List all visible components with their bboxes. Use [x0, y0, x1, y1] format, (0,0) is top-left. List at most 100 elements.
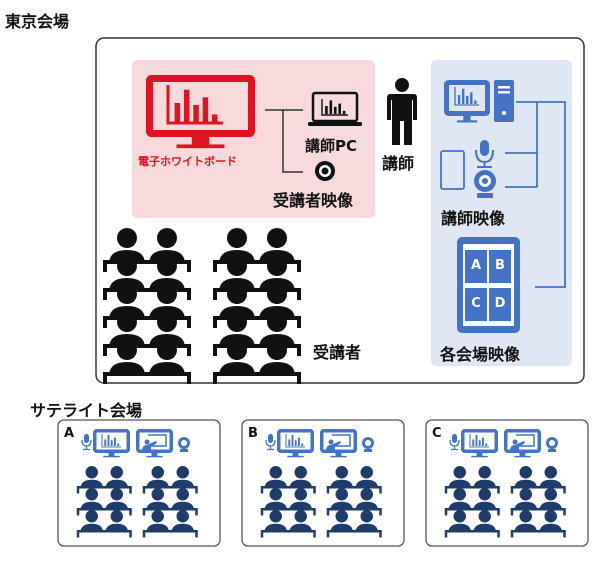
camera-base: [180, 449, 188, 452]
desk: [142, 530, 198, 538]
mic-head: [480, 140, 489, 156]
monitor-frame: [93, 429, 130, 453]
chart-bar: [193, 104, 199, 122]
student-head: [151, 510, 164, 523]
venue-cell-b: [489, 250, 511, 283]
student-head: [294, 488, 307, 501]
student-head: [335, 466, 348, 479]
student-row: [326, 466, 382, 494]
desk: [213, 372, 301, 384]
student-head: [453, 510, 466, 523]
chart-bar: [475, 434, 478, 446]
laptop-screen: [311, 91, 359, 123]
student-head: [294, 510, 307, 523]
presentation-monitor-icon: [320, 429, 357, 458]
satellite-title: サテライト会場: [30, 401, 143, 420]
monitor-frame: [320, 429, 357, 453]
student-head: [117, 340, 137, 360]
streaming-connector-lines: [505, 101, 566, 288]
chart-bar: [485, 443, 488, 446]
whiteboard-label: 電子ホワイトボード: [138, 155, 237, 168]
presenter-body: [510, 441, 525, 451]
venue-cell-d: [489, 288, 511, 321]
chart-bar: [329, 100, 333, 114]
webcam-lens: [321, 167, 329, 175]
monitor-base: [287, 455, 304, 458]
chart-monitor-icon: [461, 429, 498, 458]
presentation-board: [332, 434, 351, 447]
monitor-stand: [292, 453, 299, 457]
satellite-venue-label: B: [248, 426, 258, 441]
student-row: [103, 284, 191, 328]
student-head: [267, 228, 287, 248]
venue-video-label: 各会場映像: [440, 345, 521, 364]
student-head: [269, 466, 282, 479]
webcam-icon: [362, 437, 374, 452]
desk: [142, 508, 198, 516]
microphone-icon: [449, 434, 460, 451]
mic-stand: [475, 149, 494, 168]
student-head: [335, 510, 348, 523]
chart-monitor-icon: [277, 429, 314, 458]
presenter-head: [328, 439, 334, 445]
desk: [76, 486, 132, 494]
chart-bar: [461, 88, 465, 104]
desk: [103, 372, 191, 384]
teacher-pc-label: 講師PC: [305, 137, 358, 155]
monitor-base: [146, 455, 163, 458]
chart-bar: [212, 114, 218, 122]
student-head: [110, 510, 123, 523]
desk: [260, 530, 316, 538]
webcam-icon: [178, 437, 190, 452]
student-row: [213, 284, 301, 328]
venue-cell-label: B: [495, 258, 505, 273]
camera-base: [364, 449, 372, 452]
desk: [213, 260, 301, 272]
presenter-head: [512, 439, 518, 445]
monitor-stand: [191, 137, 210, 146]
student-head: [360, 488, 373, 501]
laptop-base: [308, 122, 362, 126]
student-head: [544, 488, 557, 501]
student-video-label: 受講者映像: [273, 191, 354, 210]
desk: [142, 486, 198, 494]
chart-bar: [294, 440, 297, 446]
desk: [510, 486, 566, 494]
teacher-icon: [387, 78, 417, 145]
student-row: [76, 488, 132, 516]
desk: [76, 530, 132, 538]
student-head: [519, 466, 532, 479]
chart-bar: [107, 434, 110, 446]
tower-slot: [498, 86, 510, 89]
tokyo-title: 東京会場: [5, 12, 70, 31]
student-row: [103, 312, 191, 356]
student-row: [510, 510, 566, 538]
mic-head: [268, 434, 273, 443]
chart-bar: [466, 95, 469, 104]
satellite-venue-label: A: [64, 426, 75, 441]
student-row: [260, 466, 316, 494]
presentation-board: [148, 434, 167, 447]
chart-bar: [297, 437, 300, 446]
presenter-head: [144, 439, 150, 445]
desk: [444, 530, 500, 538]
chart-bar: [202, 97, 209, 122]
student-head: [176, 510, 189, 523]
student-head: [478, 466, 491, 479]
student-head: [269, 510, 282, 523]
student-head: [478, 488, 491, 501]
chart-bar: [481, 437, 484, 446]
venue-cell-a: [465, 250, 487, 283]
student-head: [151, 488, 164, 501]
camera-ring: [181, 440, 187, 446]
student-head: [269, 488, 282, 501]
teacher-head: [395, 78, 409, 92]
student-head: [117, 228, 137, 248]
camera-icon: [474, 170, 496, 198]
chart-axis: [285, 434, 305, 448]
student-head: [519, 510, 532, 523]
student-row: [326, 510, 382, 538]
satellite-venue-label: C: [432, 426, 442, 441]
student-head: [157, 340, 177, 360]
monitor-frame: [461, 429, 498, 453]
